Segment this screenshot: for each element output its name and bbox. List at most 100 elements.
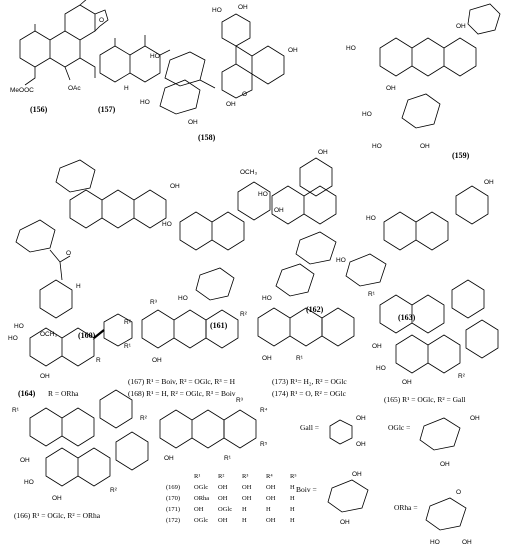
oh-label: OH	[318, 149, 328, 156]
oh-label: OH	[420, 143, 430, 150]
table-cell: OH	[266, 495, 276, 502]
legend-boiv: Boiv = OH OH	[296, 471, 369, 526]
oh-label: OH	[188, 119, 198, 126]
table-header: R⁵	[290, 473, 297, 480]
table-cell: H	[266, 506, 271, 513]
r-label: R	[96, 357, 101, 364]
r1-label: R¹	[124, 343, 132, 350]
ho-label: HO	[162, 221, 172, 228]
gall-label: Gall =	[300, 423, 319, 432]
r2-label: R²	[110, 487, 118, 494]
compound-156-label: (156)	[30, 105, 48, 114]
table-cell: OH	[218, 495, 228, 502]
structure-159: HO OH OH HO HO OH (159)	[346, 3, 501, 160]
compound-158-label: (158)	[198, 133, 216, 142]
compound-167-label: (167) R¹ = Boiv, R² = OGlc, R³ = H	[128, 377, 236, 386]
r4-label: R⁴	[260, 407, 268, 414]
structure-160: OH O H HO OCH₃ (160)	[14, 159, 180, 340]
compound-164-substituent: R = ORha	[48, 389, 79, 398]
structure-156: MeOOC OAc O (156)	[10, 0, 109, 114]
compound-160-label: (160)	[78, 331, 96, 340]
meooc-label: MeOOC	[10, 87, 34, 94]
table-cell: H	[290, 495, 295, 502]
oh-label: OH	[386, 85, 396, 92]
h-label: H	[76, 283, 81, 290]
table-cell: OH	[266, 517, 276, 524]
table-row-id: (172)	[166, 517, 180, 524]
structure-161: OCH₃ OH HO HO (161)	[162, 169, 284, 330]
ho-label: HO	[258, 191, 268, 198]
table-header: R¹	[194, 473, 200, 480]
ho-label: HO	[212, 7, 222, 14]
oh-label: OH	[352, 471, 362, 478]
ho-label: HO	[140, 99, 150, 106]
oh-label: OH	[462, 539, 472, 546]
ho-label: HO	[362, 111, 372, 118]
table-row-id: (170)	[166, 495, 180, 502]
table-cell: OGlc	[194, 517, 208, 524]
oh-label: OH	[226, 101, 236, 108]
r3-label: R³	[236, 397, 244, 404]
oh-label: OH	[238, 4, 248, 11]
o-label: O	[242, 91, 247, 98]
och3-label: OCH₃	[240, 169, 257, 176]
r5-label: R⁵	[260, 441, 268, 448]
r3-label: R³	[150, 299, 158, 306]
oh-label: OH	[40, 373, 50, 380]
r1-label: R¹	[296, 355, 304, 362]
ho-label: HO	[178, 295, 188, 302]
structure-163: OH HO HO (163)	[336, 179, 494, 322]
oh-label: OH	[274, 207, 284, 214]
structure-169-172: R² OH R¹ R³ R⁴ R⁵	[140, 397, 268, 462]
table-cell: OH	[194, 506, 204, 513]
oh-label: OH	[152, 357, 162, 364]
compound-161-label: (161)	[210, 321, 228, 330]
orha-label: ORha =	[394, 503, 418, 512]
ho-label: HO	[372, 143, 382, 150]
ho-label: HO	[14, 323, 24, 330]
r2-label: R²	[140, 415, 148, 422]
table-header: R²	[218, 473, 224, 480]
table-cell: OH	[266, 484, 276, 491]
o-label: O	[99, 17, 104, 24]
legend-orha: ORha = O HO OH	[394, 489, 472, 546]
compound-162-label: (162)	[306, 305, 324, 314]
table-row-id: (169)	[166, 484, 180, 491]
och3-label: OCH₃	[40, 331, 57, 338]
ho-label: HO	[376, 365, 386, 372]
oh-label: OH	[470, 415, 480, 422]
oh-label: OH	[456, 23, 466, 30]
r1-label: R¹	[368, 291, 376, 298]
oh-label: OH	[356, 415, 366, 422]
table-cell: OGlc	[218, 506, 232, 513]
compound-159-label: (159)	[452, 151, 470, 160]
oh-label: OH	[288, 47, 298, 54]
o-label: O	[66, 250, 71, 257]
table-row-id: (171)	[166, 506, 180, 513]
h-label: H	[124, 85, 129, 92]
oh-label: OH	[372, 343, 382, 350]
r2-label: R²	[124, 319, 132, 326]
ho-label: HO	[346, 45, 356, 52]
table-cell: OGlc	[194, 484, 208, 491]
oh-label: OH	[52, 495, 62, 502]
oh-label: OH	[484, 179, 494, 186]
r1-label: R¹	[224, 455, 232, 462]
boiv-label: Boiv =	[296, 485, 317, 494]
structure-157: H (157)	[98, 35, 171, 114]
table-header: R⁴	[266, 473, 273, 480]
ho-label: HO	[8, 335, 18, 342]
compound-157-label: (157)	[98, 105, 116, 114]
ho-label: HO	[430, 539, 440, 546]
compound-174-label: (174) R¹ = O, R² = OGlc	[272, 389, 347, 398]
oac-label: OAc	[68, 85, 81, 92]
table-header: R³	[242, 473, 248, 480]
compound-165-label: (165) R¹ = OGlc, R² = Gall	[384, 395, 466, 404]
structure-165: R¹ OH HO OH R² (165) R¹ = OGlc, R² = Gal…	[368, 279, 499, 404]
table-cell: OH	[242, 495, 252, 502]
compound-163-label: (163)	[398, 313, 416, 322]
legend-oglc: OGlc = OH OH	[388, 415, 480, 468]
table-cell: OH	[218, 484, 228, 491]
